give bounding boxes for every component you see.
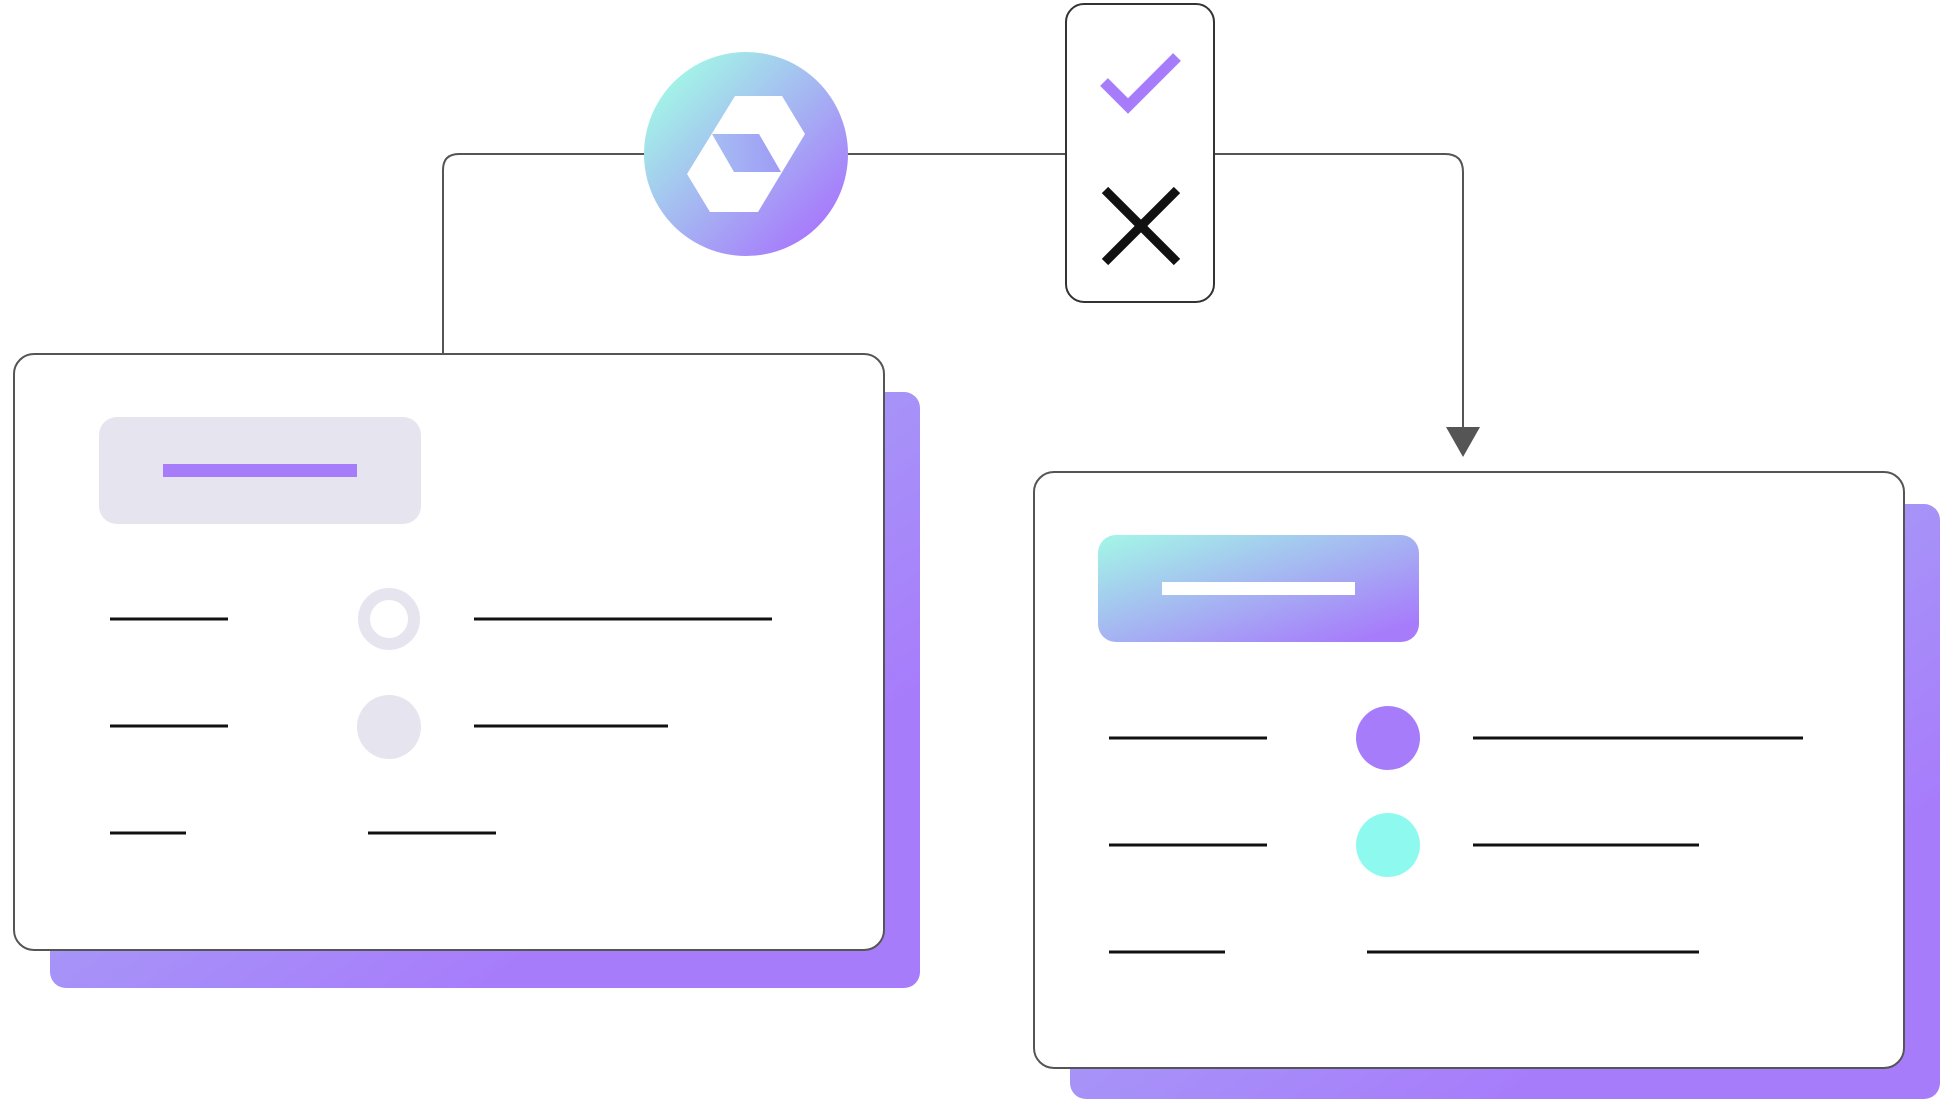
decision-box <box>1065 3 1215 303</box>
close-icon <box>1101 186 1181 266</box>
connector-left <box>442 153 646 356</box>
connectors <box>442 153 1464 428</box>
check-icon <box>1100 53 1181 114</box>
decision-frame <box>1065 3 1215 303</box>
status-dot-icon <box>1356 813 1420 877</box>
hub-node <box>644 52 848 256</box>
status-dot-icon <box>1356 706 1420 770</box>
connector-right <box>1214 153 1464 428</box>
card-header-bar <box>1162 582 1355 595</box>
status-dot-icon <box>357 695 421 759</box>
card-rows <box>1109 736 1803 954</box>
card-before <box>13 353 920 988</box>
arrow-head-icon <box>1446 427 1480 457</box>
hexagon-logo-icon <box>687 96 805 212</box>
card-rows <box>110 617 772 835</box>
status-ring-icon <box>358 588 420 650</box>
card-after <box>1033 471 1940 1099</box>
card-header-bar <box>163 464 357 477</box>
